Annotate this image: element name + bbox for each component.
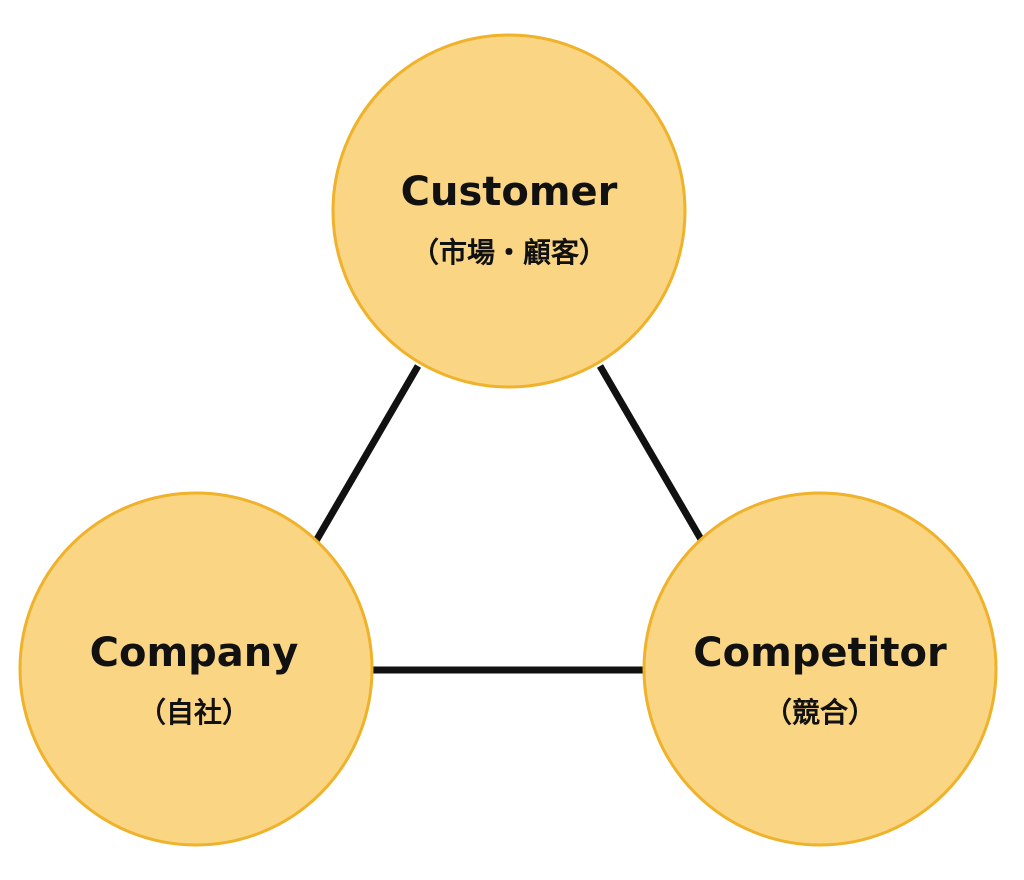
node-company-subtitle: （自社） xyxy=(138,696,250,729)
node-competitor-circle xyxy=(644,493,996,845)
node-competitor-subtitle: （競合） xyxy=(764,696,876,729)
edge-customer-company xyxy=(312,364,422,543)
node-customer-outline xyxy=(331,33,687,389)
node-customer-subtitle: （市場・顧客） xyxy=(411,236,607,269)
node-customer-circle xyxy=(333,35,685,387)
node-competitor-title: Competitor xyxy=(693,630,947,676)
node-company-title: Company xyxy=(90,630,299,676)
node-company-outline xyxy=(18,491,374,847)
edge-customer-competitor xyxy=(596,364,706,543)
node-customer-title: Customer xyxy=(401,169,618,215)
node-competitor: Competitor （競合） xyxy=(642,491,998,847)
node-customer: Customer （市場・顧客） xyxy=(331,33,687,389)
node-competitor-outline xyxy=(642,491,998,847)
node-company: Company （自社） xyxy=(18,491,374,847)
node-company-circle xyxy=(20,493,372,845)
